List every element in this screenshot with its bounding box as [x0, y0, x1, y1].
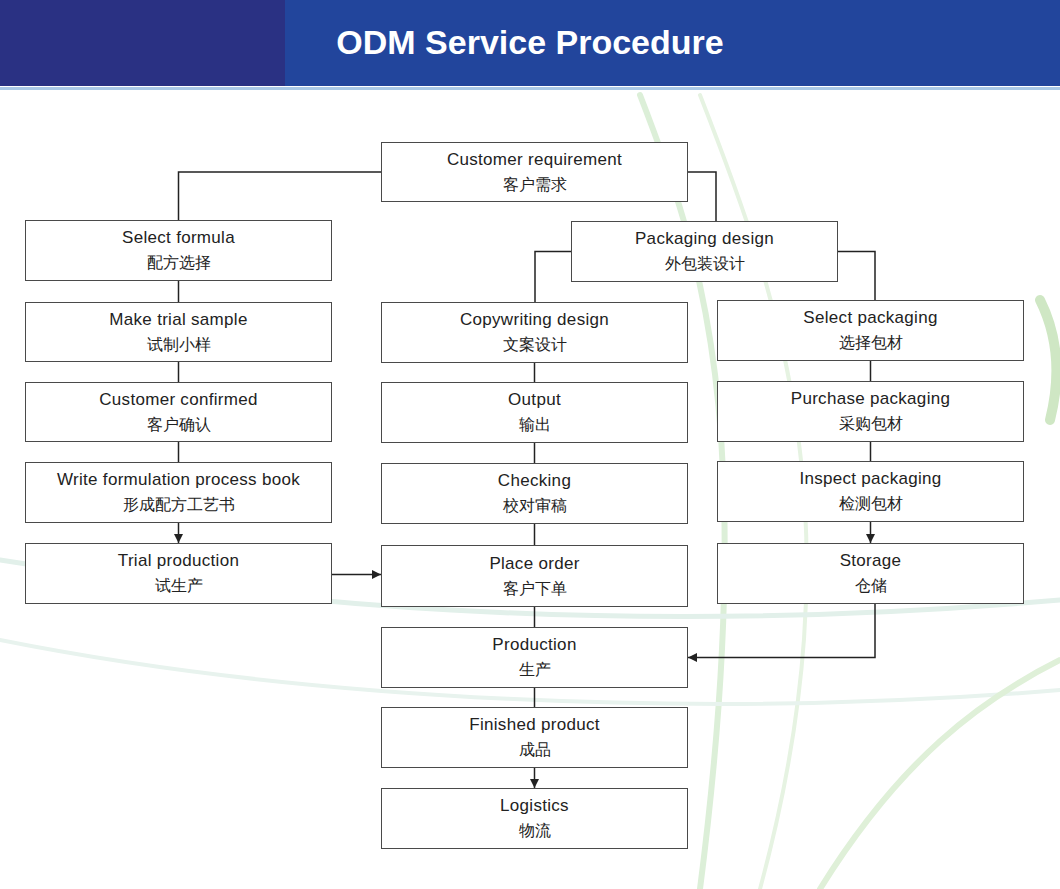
step-label-chinese: 输出 — [519, 414, 551, 436]
flow-line — [870, 442, 872, 461]
step-label: Customer confirmed — [99, 389, 257, 411]
step-label-chinese: 试生产 — [155, 575, 203, 597]
step-label-chinese: 配方选择 — [147, 252, 211, 274]
step-label-chinese: 成品 — [519, 739, 551, 761]
step-label: Storage — [840, 550, 902, 572]
process-box: Packaging design 外包装设计 — [571, 221, 838, 282]
step-label: Select packaging — [803, 307, 937, 329]
process-box: Place order 客户下单 — [381, 545, 688, 607]
step-label-chinese: 客户下单 — [503, 578, 567, 600]
title-bar-accent — [0, 0, 285, 86]
flow-arrow — [332, 574, 381, 576]
step-label-chinese: 外包装设计 — [665, 253, 745, 275]
flow-line — [838, 252, 875, 301]
process-box: Select formula 配方选择 — [25, 220, 332, 281]
step-label: Write formulation process book — [57, 469, 300, 491]
flow-arrow — [178, 523, 180, 543]
process-box: Inspect packaging 检测包材 — [717, 461, 1024, 522]
flow-arrow — [534, 768, 536, 788]
flow-arrow — [688, 604, 875, 658]
step-label: Purchase packaging — [791, 388, 950, 410]
flow-line — [534, 443, 536, 463]
step-label: Output — [508, 389, 561, 411]
step-label: Production — [492, 634, 576, 656]
process-box: Customer requirement 客户需求 — [381, 142, 688, 202]
flow-line — [870, 361, 872, 381]
process-box: Checking 校对审稿 — [381, 463, 688, 524]
step-label: Trial production — [118, 550, 239, 572]
flow-line — [534, 363, 536, 382]
step-label: Select formula — [122, 227, 235, 249]
step-label: Packaging design — [635, 228, 774, 250]
process-box: Finished product 成品 — [381, 707, 688, 768]
process-box: Make trial sample 试制小样 — [25, 302, 332, 362]
step-label-chinese: 选择包材 — [839, 332, 903, 354]
step-label-chinese: 生产 — [519, 659, 551, 681]
process-box: Purchase packaging 采购包材 — [717, 381, 1024, 442]
process-box: Output 输出 — [381, 382, 688, 443]
flow-arrow — [870, 522, 872, 543]
flow-line — [534, 524, 536, 545]
step-label: Checking — [498, 470, 571, 492]
step-label-chinese: 仓储 — [855, 575, 887, 597]
process-box: Customer confirmed 客户确认 — [25, 382, 332, 442]
step-label: Logistics — [500, 795, 569, 817]
swoosh — [1040, 300, 1057, 420]
step-label-chinese: 校对审稿 — [503, 495, 567, 517]
step-label-chinese: 采购包材 — [839, 413, 903, 435]
flow-line — [688, 172, 716, 221]
step-label: Customer requirement — [447, 149, 622, 171]
step-label: Copywriting design — [460, 309, 609, 331]
step-label-chinese: 检测包材 — [839, 493, 903, 515]
swoosh-curves — [0, 95, 1060, 889]
flow-line — [178, 442, 180, 462]
step-label: Finished product — [469, 714, 599, 736]
process-box: Production 生产 — [381, 627, 688, 688]
flow-line — [179, 172, 382, 220]
step-label-chinese: 试制小样 — [147, 334, 211, 356]
step-label-chinese: 客户需求 — [503, 174, 567, 196]
flow-line — [178, 281, 180, 302]
flow-line — [534, 688, 536, 707]
title-underline — [0, 87, 1060, 90]
process-box: Select packaging 选择包材 — [717, 300, 1024, 361]
step-label-chinese: 形成配方工艺书 — [123, 494, 235, 516]
step-label: Make trial sample — [109, 309, 247, 331]
swoosh — [820, 660, 1060, 889]
process-box: Trial production 试生产 — [25, 543, 332, 604]
process-box: Copywriting design 文案设计 — [381, 302, 688, 363]
flow-line — [535, 252, 571, 303]
process-box: Write formulation process book 形成配方工艺书 — [25, 462, 332, 523]
page-title: ODM Service Procedure — [0, 22, 1060, 62]
flow-line — [534, 607, 536, 627]
step-label: Place order — [489, 553, 579, 575]
process-box: Storage 仓储 — [717, 543, 1024, 604]
flow-line — [178, 362, 180, 382]
step-label-chinese: 文案设计 — [503, 334, 567, 356]
step-label-chinese: 客户确认 — [147, 414, 211, 436]
process-box: Logistics 物流 — [381, 788, 688, 849]
step-label: Inspect packaging — [799, 468, 941, 490]
step-label-chinese: 物流 — [519, 820, 551, 842]
